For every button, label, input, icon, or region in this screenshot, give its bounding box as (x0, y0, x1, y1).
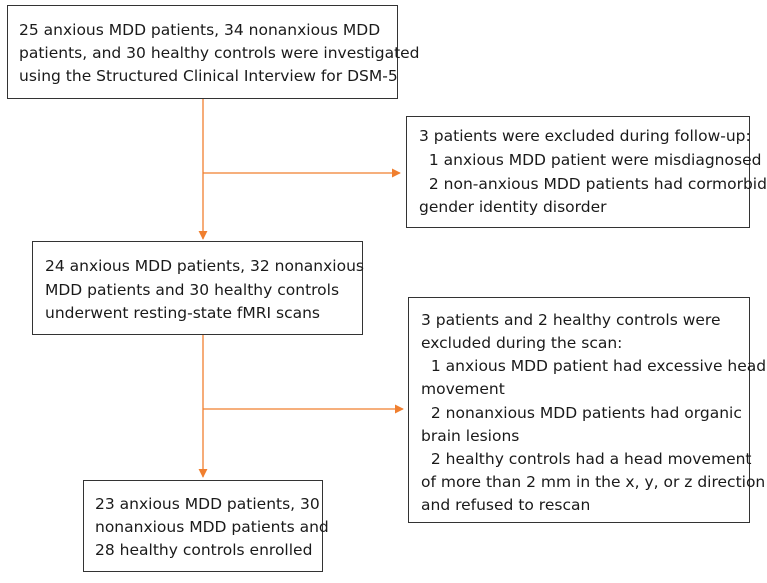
box-enrolled: 23 anxious MDD patients, 30 nonanxious M… (83, 480, 329, 572)
box-excluded-scan-line: 2 nonanxious MDD patients had organic (421, 404, 742, 422)
box-investigated-line: 25 anxious MDD patients, 34 nonanxious M… (19, 21, 381, 39)
box-excluded-scan-line: excluded during the scan: (421, 334, 623, 352)
box-enrolled-line: 23 anxious MDD patients, 30 (95, 495, 320, 513)
box-underwent-scan: 24 anxious MDD patients, 32 nonanxious M… (32, 241, 364, 335)
box-excluded-scan-line: brain lesions (421, 427, 520, 445)
box-excluded-followup-line: 3 patients were excluded during follow-u… (419, 127, 751, 145)
box-investigated: 25 anxious MDD patients, 34 nonanxious M… (7, 5, 420, 99)
box-excluded-scan-line: 3 patients and 2 healthy controls were (421, 311, 721, 329)
box-excluded-followup-line: 2 non-anxious MDD patients had cormorbid (419, 175, 767, 193)
box-underwent-scan-line: MDD patients and 30 healthy controls (45, 281, 340, 299)
box-excluded-followup: 3 patients were excluded during follow-u… (406, 116, 767, 228)
box-investigated-line: using the Structured Clinical Interview … (19, 67, 398, 85)
box-excluded-scan-line: 2 healthy controls had a head movement (421, 450, 752, 468)
box-excluded-scan-line: 1 anxious MDD patient had excessive head (421, 357, 767, 375)
box-excluded-followup-line: gender identity disorder (419, 198, 607, 216)
box-excluded-scan-line: and refused to rescan (421, 496, 591, 514)
box-excluded-followup-line: 1 anxious MDD patient were misdiagnosed (419, 151, 762, 169)
box-underwent-scan-line: underwent resting-state fMRI scans (45, 304, 321, 322)
box-investigated-line: patients, and 30 healthy controls were i… (19, 44, 420, 62)
box-excluded-scan-line: movement (421, 380, 505, 398)
box-enrolled-line: nonanxious MDD patients and (95, 518, 329, 536)
box-underwent-scan-line: 24 anxious MDD patients, 32 nonanxious (45, 257, 364, 275)
box-excluded-scan-line: of more than 2 mm in the x, y, or z dire… (421, 473, 766, 491)
box-excluded-scan: 3 patients and 2 healthy controls were e… (408, 297, 766, 523)
box-enrolled-line: 28 healthy controls enrolled (95, 541, 313, 559)
